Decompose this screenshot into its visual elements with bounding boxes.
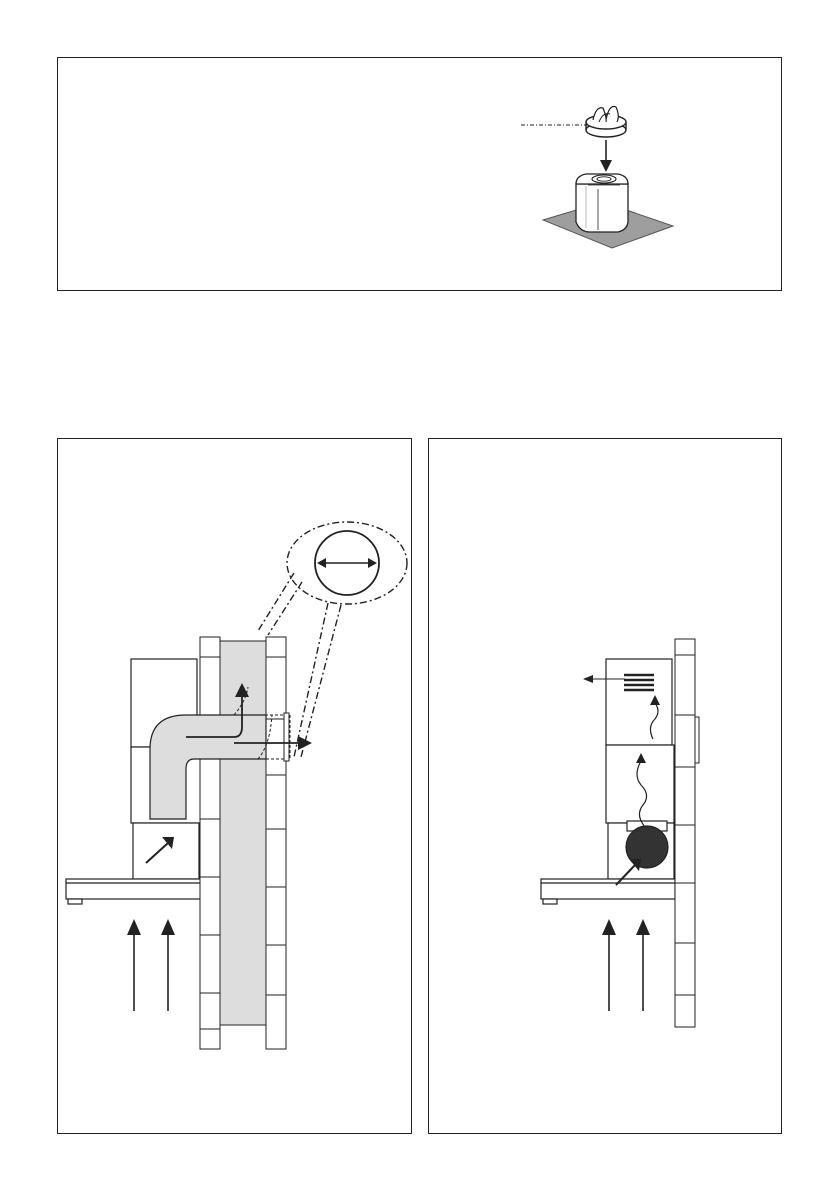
- duct-diameter-detail: [287, 522, 407, 604]
- arrow-right-icon: [298, 736, 312, 750]
- down-arrow-icon: [600, 140, 612, 172]
- adapter-installation-figure: [58, 58, 783, 292]
- ducted-mode-panel: [57, 438, 412, 1134]
- cooking-air-arrows: [602, 919, 650, 1011]
- motor-housing: [576, 174, 628, 232]
- wall-duct-shaft: [220, 641, 266, 1025]
- adapter-installation-panel: [57, 57, 782, 291]
- ducted-mode-figure: [58, 439, 413, 1135]
- wall: [675, 639, 699, 1027]
- recirculating-mode-panel: [428, 438, 782, 1134]
- recirculating-mode-figure: [429, 439, 783, 1135]
- adapter-ring: [586, 107, 626, 137]
- cooking-air-arrows: [127, 919, 175, 1011]
